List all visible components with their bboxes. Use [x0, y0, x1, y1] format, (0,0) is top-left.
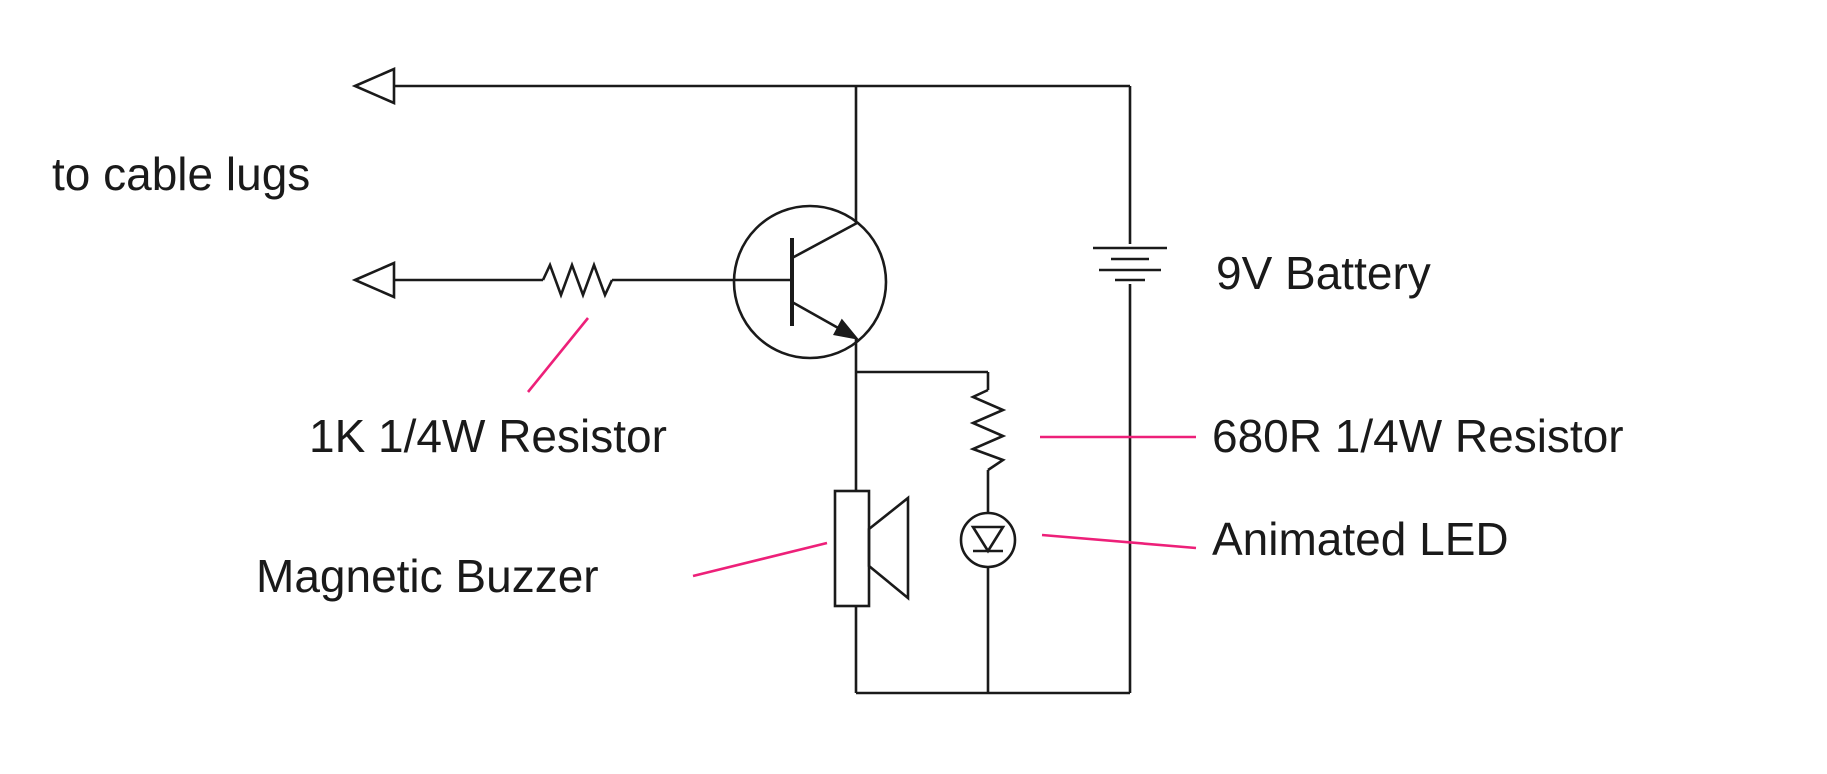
transistor-emitter-arrow-icon [833, 318, 860, 340]
leader-led [1041, 533, 1197, 550]
label-buzzer: Magnetic Buzzer [256, 550, 599, 602]
wire-group [351, 67, 1167, 695]
label-battery: 9V Battery [1216, 247, 1431, 299]
resistor-1k-symbol [541, 261, 614, 299]
cable-lug-arrow-bottom-icon [351, 261, 396, 299]
label-resistor-1k: 1K 1/4W Resistor [309, 410, 667, 462]
label-cable-lugs: to cable lugs [52, 148, 310, 200]
leader-line-group [526, 317, 1197, 578]
leader-resistor-1k [526, 317, 590, 393]
leader-buzzer [692, 541, 828, 578]
buzzer-cone [867, 495, 910, 601]
label-led: Animated LED [1212, 513, 1509, 565]
buzzer-body [833, 489, 871, 608]
led-symbol [959, 511, 1017, 569]
led-triangle-icon [970, 525, 1006, 554]
transistor-symbol [732, 204, 888, 360]
label-group: to cable lugs 1K 1/4W Resistor Magnetic … [52, 148, 1624, 602]
transistor-collector [791, 221, 858, 260]
resistor-680r-symbol [969, 388, 1007, 472]
cable-lug-arrow-top-icon [351, 67, 396, 105]
label-resistor-680r: 680R 1/4W Resistor [1212, 410, 1624, 462]
